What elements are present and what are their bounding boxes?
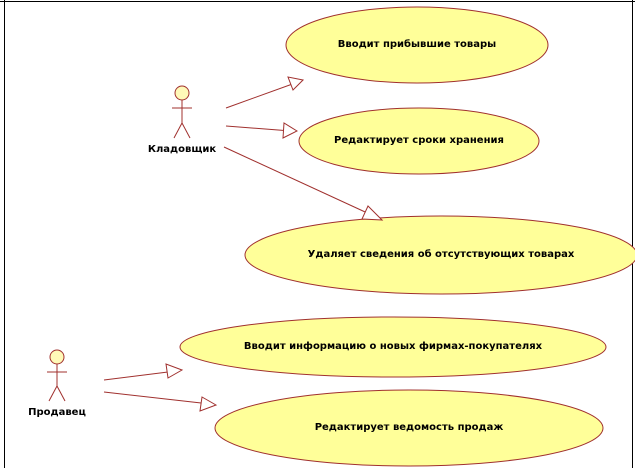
use-case-label-uc1: Вводит прибывшие товары bbox=[337, 39, 497, 50]
actor-label-seller: Продавец bbox=[28, 407, 86, 418]
use-case-label-uc3: Удаляет сведения об отсутствующих товара… bbox=[307, 249, 575, 260]
use-case-ellipse-uc1[interactable] bbox=[285, 6, 549, 84]
association-arrowhead bbox=[282, 122, 299, 139]
actor-storekeeper-right-leg bbox=[181, 122, 191, 139]
association-line bbox=[103, 391, 211, 405]
use-case-ellipse-uc5[interactable] bbox=[214, 389, 604, 467]
actor-storekeeper-figure[interactable] bbox=[172, 85, 192, 139]
association-arrowhead bbox=[165, 363, 184, 379]
association-line bbox=[223, 146, 377, 218]
actor-seller-head bbox=[49, 349, 65, 365]
actor-seller-right-leg bbox=[56, 385, 66, 402]
association-line bbox=[103, 370, 177, 381]
actor-storekeeper-head bbox=[174, 85, 190, 101]
actor-seller-left-leg bbox=[48, 385, 58, 402]
actor-label-storekeeper: Кладовщик bbox=[147, 144, 217, 155]
association-seller-uc4[interactable] bbox=[103, 363, 184, 381]
use-case-ellipse-uc3[interactable] bbox=[244, 215, 635, 295]
association-arrowhead bbox=[361, 205, 384, 221]
association-line bbox=[225, 81, 299, 109]
association-storekeeper-uc2[interactable] bbox=[225, 122, 299, 139]
use-case-label-uc4: Вводит информацию о новых фирмах-покупат… bbox=[243, 341, 543, 352]
association-arrowhead bbox=[199, 396, 218, 412]
actor-seller-figure[interactable] bbox=[47, 349, 67, 402]
association-seller-uc5[interactable] bbox=[103, 391, 218, 412]
use-case-label-uc2: Редактирует сроки хранения bbox=[334, 135, 504, 146]
use-case-ellipse-uc4[interactable] bbox=[179, 316, 607, 378]
use-case-ellipse-uc2[interactable] bbox=[298, 107, 540, 175]
association-line bbox=[225, 125, 292, 132]
use-case-label-uc5: Редактирует ведомость продаж bbox=[314, 422, 504, 433]
association-storekeeper-uc1[interactable] bbox=[225, 76, 305, 109]
association-storekeeper-uc3[interactable] bbox=[223, 146, 384, 221]
association-arrowhead bbox=[287, 76, 305, 91]
actor-storekeeper-left-leg bbox=[173, 122, 183, 139]
